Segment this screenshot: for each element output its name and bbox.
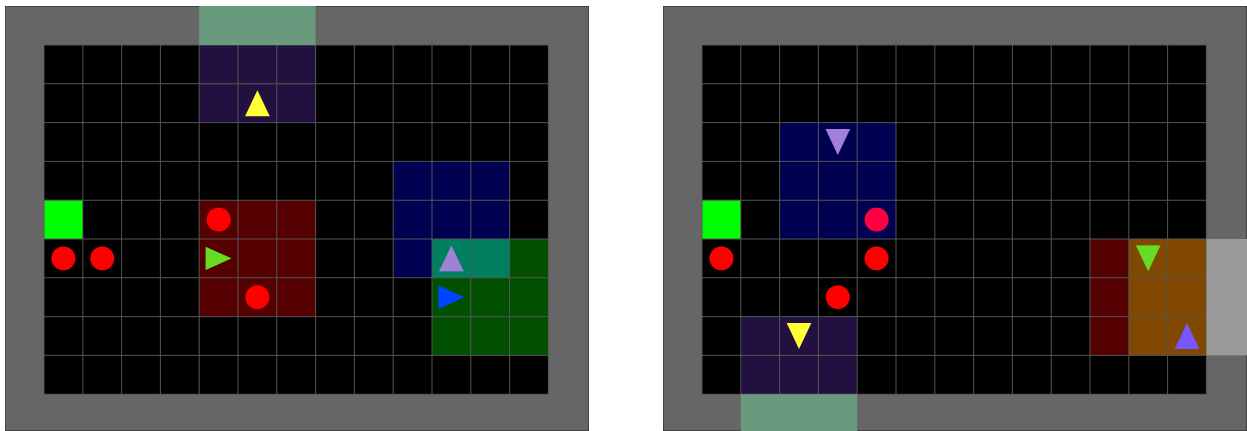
grid-world-left [5,6,589,431]
ball [865,246,889,270]
ball [709,246,733,270]
ball [826,285,850,309]
grey-door [1206,239,1247,355]
environment-right [663,6,1247,431]
goal-tile [44,200,83,239]
ball [245,285,269,309]
exit-door [199,6,315,45]
ball [51,246,75,270]
ball [90,246,114,270]
exit-door [741,394,857,431]
goal-tile [702,200,741,239]
ball [207,208,231,232]
ball [865,208,889,232]
environment-left [5,6,589,431]
grid-world-right [663,6,1247,431]
